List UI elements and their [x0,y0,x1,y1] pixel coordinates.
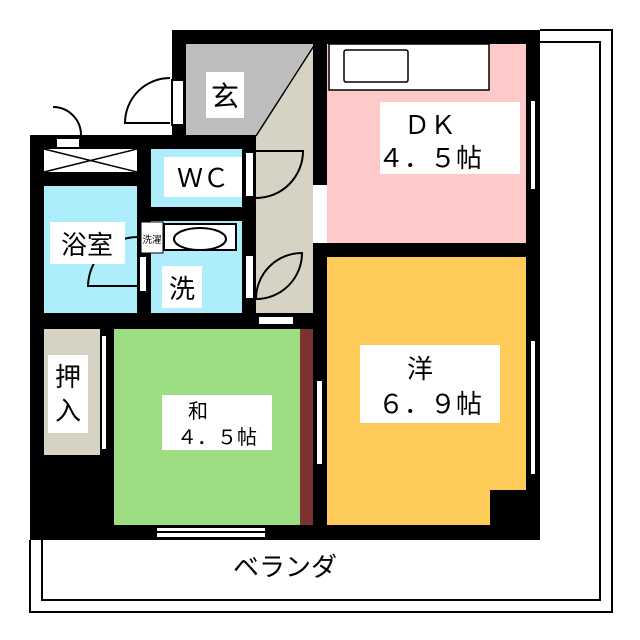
label-balcony: ベランダ [233,553,337,583]
label-bg [380,102,520,174]
label-bg [162,395,272,450]
sink [343,49,409,83]
label-bg [162,266,202,308]
label-laundry: 洗濯 [142,234,162,246]
doors [52,77,537,539]
label-closet-top: 押 [55,363,81,393]
label-dk-size: ４．５帖 [378,144,482,174]
label-bg [360,345,500,423]
label-bg [164,157,242,197]
label-yoshitsu-name: 洋 [407,355,433,385]
laundry-space [140,221,164,254]
label-dk-name: ＤＫ [404,111,456,141]
floor-boundary [255,43,316,137]
tokonoma-strip [300,329,313,525]
black-notch [490,490,526,525]
label-yoshitsu-size: ６．９帖 [378,390,482,420]
label-wc: ＷＣ [177,164,229,194]
label-bath: 浴室 [61,231,113,261]
balcony-outline [29,29,613,613]
label-closet-bottom: 入 [55,397,81,427]
label-bg [206,72,244,118]
label-washroom: 洗 [169,275,195,305]
label-washitsu-size: ４．５帖 [177,425,257,449]
label-bg [48,355,88,433]
label-entrance: 玄 [211,80,239,113]
storage-cross [43,148,138,173]
label-washitsu-name: 和 [188,399,208,423]
label-bg [50,222,125,264]
hallway-floor [256,44,313,313]
